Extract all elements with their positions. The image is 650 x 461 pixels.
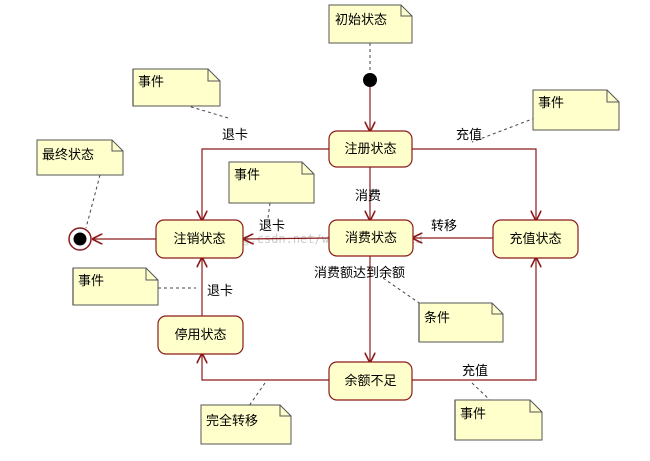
dash-event-3 [267,202,271,219]
label-consume-insufficient: 消费额达到余额 [314,265,405,281]
dash-event-2 [471,117,536,143]
edge-insufficient-suspend [202,354,329,381]
note-final-text: 最终状态 [42,147,94,163]
note-event-3: 事件 [228,161,315,204]
state-suspend: 停用状态 [157,315,244,355]
state-recharge-label: 充值状态 [509,231,561,247]
label-register-consume: 消费 [355,189,381,204]
state-register-label: 注册状态 [344,142,396,157]
note-event-5-text: 事件 [460,407,486,422]
state-recharge: 充值状态 [492,219,579,259]
state-suspend-label: 停用状态 [174,327,226,343]
note-full-transfer: 完全转移 [200,404,292,445]
note-event-4: 事件 [72,267,159,306]
state-insufficient: 余额不足 [328,361,413,401]
note-condition-text: 条件 [424,310,450,326]
note-event-2: 事件 [532,89,620,131]
note-final: 最终状态 [36,139,124,176]
label-register-recharge: 充值 [456,127,482,143]
label-register-cancel: 退卡 [222,128,248,143]
dash-event-5 [471,382,493,403]
final-node [73,232,87,246]
note-event-3-text: 事件 [234,168,260,183]
note-initial-text: 初始状态 [335,13,387,28]
dash-event-1 [184,104,229,119]
note-event-4-text: 事件 [78,274,104,289]
note-event-1: 事件 [132,68,221,107]
dash-condition [382,277,426,308]
state-consume: 消费状态 [328,219,414,257]
edge-insufficient-recharge [412,258,536,381]
edge-register-recharge [412,148,536,220]
note-initial: 初始状态 [328,4,413,44]
note-event-5: 事件 [454,399,543,441]
dash-final [85,174,101,229]
edge-register-cancel [202,148,329,220]
note-event-1-text: 事件 [138,75,164,90]
label-consume-cancel: 退卡 [259,219,285,234]
edge-consume-cancel [244,238,330,239]
state-cancel: 注销状态 [155,219,244,259]
note-full-transfer-text: 完全转移 [206,413,258,429]
label-recharge-consume: 转移 [431,219,457,234]
state-consume-label: 消费状态 [345,231,397,246]
state-insufficient-label: 余额不足 [344,373,396,389]
note-condition: 条件 [418,302,504,343]
label-insufficient-recharge: 充值 [462,363,488,379]
initial-node [363,73,377,87]
label-suspend-cancel: 退卡 [207,284,233,299]
note-event-2-text: 事件 [538,96,564,111]
state-register: 注册状态 [328,130,413,168]
state-cancel-label: 注销状态 [173,232,225,247]
